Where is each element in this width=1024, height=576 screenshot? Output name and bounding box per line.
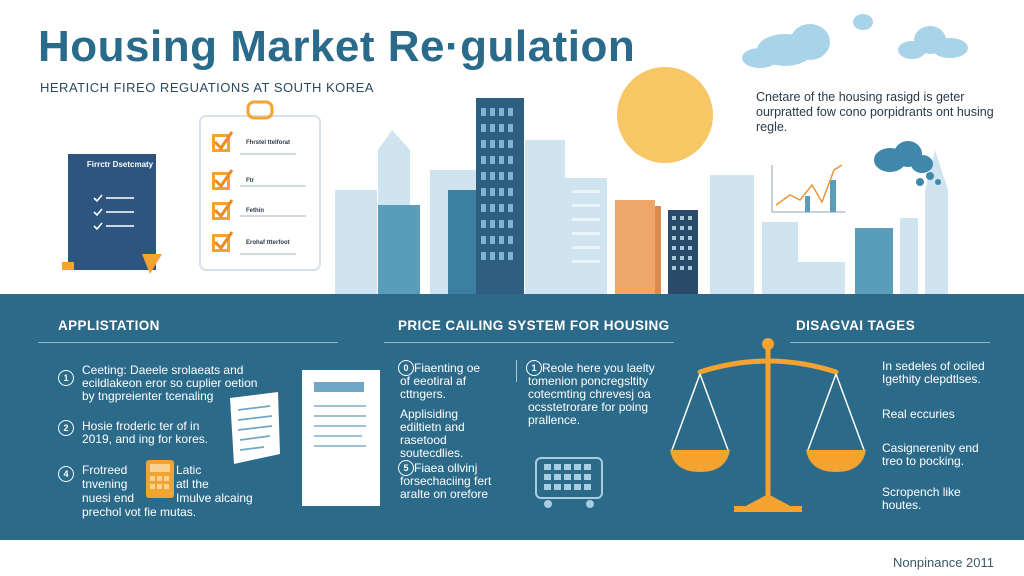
- disadvantage-item-text: Real eccuries: [882, 407, 955, 421]
- checklist-item-label: Fhrstel ttelforat: [246, 140, 291, 146]
- cloud-icon: [742, 14, 968, 68]
- price-ceiling-item-text: Fiaenting oe of eeotiral af cttngers.: [400, 361, 481, 401]
- sun-icon: [617, 67, 713, 163]
- section-heading-disadvantages: DISAGVAI TAGES: [796, 318, 916, 333]
- calculator-icon: [146, 460, 174, 498]
- rain-cloud-icon: [874, 141, 941, 186]
- document-icon: [302, 370, 380, 506]
- step-number: 5: [398, 460, 414, 476]
- application-item-text: tnvening: [82, 477, 128, 491]
- checklist-item-label: Erohaf ttterfoot: [246, 240, 290, 246]
- balance-scale-icon: [670, 338, 866, 512]
- application-item-text: Frotreed: [82, 463, 128, 477]
- price-ceiling-item-text: Reole here you laelty tomenion poncregsl…: [528, 361, 655, 427]
- application-item-text: Ceeting: Daeele srolaeats and ecildlakeo…: [82, 363, 258, 403]
- application-item-text: nuesi end: [82, 491, 135, 505]
- trend-chart-icon: [771, 164, 845, 213]
- checklist-item-label: Fethin: [246, 208, 264, 214]
- divider: [38, 342, 338, 343]
- info-band: [0, 294, 1024, 540]
- page-title: Housing Market Re·gulation: [38, 22, 636, 71]
- application-item-text: Imulve alcaing: [176, 491, 253, 505]
- regulation-booklet-icon: [62, 154, 162, 274]
- receipt-icon: [230, 392, 280, 464]
- booklet-title: Firrctr Dsetcmaty: [86, 160, 154, 169]
- intro-text: Cnetare of the housing rasigd is geter o…: [756, 90, 994, 134]
- checklist-clipboard-icon: [199, 100, 321, 271]
- divider: [384, 342, 674, 343]
- application-item-text: Latic: [176, 463, 202, 477]
- application-item-text: Hosie froderic ter of in 2019, and ing f…: [82, 419, 209, 446]
- step-number: 1: [526, 360, 542, 376]
- page-subtitle: HERATICH FIREO REGUATIONS AT SOUTH KOREA: [40, 80, 374, 95]
- footer-text: Nonpinance 2011: [893, 555, 994, 570]
- building-block-icon: [535, 457, 603, 508]
- checklist-item-label: Ftr: [246, 178, 254, 184]
- step-number: 4: [58, 466, 74, 482]
- disadvantage-item-text: In sedeles of ociled Igethity clepdtlses…: [882, 359, 985, 386]
- price-ceiling-item-text: Applisiding ediltietn and rasetood soute…: [400, 407, 465, 460]
- disadvantage-item-text: Scropench like houtes.: [882, 485, 961, 512]
- step-number: 1: [58, 370, 74, 386]
- application-item-text: prechol vot fie mutas.: [82, 505, 197, 519]
- application-item-text: atl the: [176, 477, 209, 491]
- price-ceiling-item-text: Fiaea ollvinj forsechaciing fert aralte …: [400, 461, 492, 501]
- step-number: 0: [398, 360, 414, 376]
- step-number: 2: [58, 420, 74, 436]
- divider: [790, 342, 990, 343]
- disadvantage-item-text: Casignerenity end treo to pocking.: [882, 441, 979, 468]
- skyline-illustration: [335, 14, 968, 294]
- divider: [516, 360, 517, 382]
- section-heading-application: APPLISTATION: [58, 318, 160, 333]
- section-heading-price-ceiling: PRICE CAILING SYSTEM FOR HOUSING: [398, 318, 670, 333]
